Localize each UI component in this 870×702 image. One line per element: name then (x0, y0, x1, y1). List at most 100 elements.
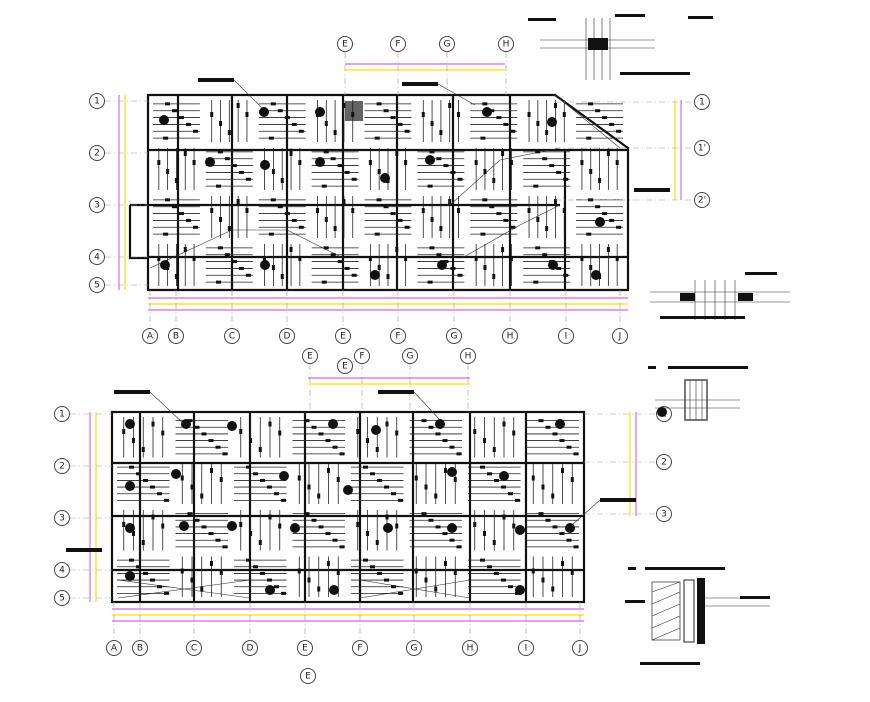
axis-bubble-row-2-label: 2 (94, 149, 100, 159)
axis-bubble-j-label: J (578, 644, 582, 654)
axis-bubble-right-1: 2 (656, 454, 672, 470)
axis-bubble-top-f-label: F (359, 352, 364, 362)
axis-bubble-top-g: G (439, 36, 455, 52)
lower-plan-below-axis-bubble: EE (300, 358, 353, 684)
axis-bubble-top-e: E (302, 348, 318, 364)
axis-bubble-top-h: H (460, 348, 476, 364)
axis-bubble-j: J (612, 328, 628, 344)
axis-bubble-f-label: F (357, 644, 362, 654)
axis-bubble-g: G (446, 328, 462, 344)
lower-plan-left-axis-bubbles: 1 2 3 4 5 (54, 406, 112, 606)
axis-bubble-row-1-label: 1 (94, 97, 100, 107)
axis-bubble-row-4-label: 4 (59, 566, 65, 576)
axis-bubble-row-5-label: 5 (94, 281, 100, 291)
upper-plan-leader-tags (198, 78, 670, 192)
axis-bubble-below-e-label: E (305, 672, 311, 682)
axis-bubble-row-4-label: 4 (94, 253, 100, 263)
upper-plan-bottom-axis-bubbles: A B C D E F G H I J (142, 290, 628, 344)
axis-bubble-b: B (168, 328, 184, 344)
axis-bubble-c-label: C (229, 332, 235, 342)
axis-bubble-h: H (502, 328, 518, 344)
axis-bubble-row-1-label: 1 (59, 410, 65, 420)
connection-detail-top-right (528, 14, 713, 80)
axis-bubble-row-2-label: 2 (59, 462, 65, 472)
axis-bubble-g-label: G (411, 644, 418, 654)
axis-bubble-top-h-label: H (503, 40, 510, 50)
upper-plan-top-axis-bubbles: E F G H (337, 36, 514, 95)
axis-bubble-row-2: 2 (89, 145, 105, 161)
axis-bubble-i: I (558, 328, 574, 344)
axis-bubble-g: G (406, 640, 422, 656)
connection-detail-mid-right (650, 272, 790, 320)
axis-bubble-d: D (279, 328, 295, 344)
axis-bubble-f: F (390, 328, 406, 344)
axis-bubble-top-f: F (354, 348, 370, 364)
axis-bubble-a-label: A (111, 644, 118, 654)
axis-bubble-e-label: E (340, 332, 346, 342)
upper-plan-right-axis-bubbles: 1 1' 2' (555, 94, 710, 208)
axis-bubble-top-g: G (402, 348, 418, 364)
axis-bubble-row-3: 3 (89, 197, 105, 213)
lower-plan-top-axis-bubbles: E F G H (302, 348, 476, 412)
axis-bubble-e: E (335, 328, 351, 344)
axis-bubble-j: J (572, 640, 588, 656)
axis-bubble-e: E (297, 640, 313, 656)
axis-bubble-h-label: H (467, 644, 474, 654)
upper-plan-dimensions (118, 63, 682, 311)
axis-bubble-right-2-label: 3 (661, 510, 667, 520)
axis-bubble-row-3: 3 (54, 510, 70, 526)
column-detail-right (648, 366, 748, 421)
axis-bubble-c: C (186, 640, 202, 656)
axis-bubble-a-label: A (147, 332, 154, 342)
axis-bubble-right-1-label: 1' (698, 144, 706, 154)
axis-bubble-row-5: 5 (54, 590, 70, 606)
axis-bubble-h: H (462, 640, 478, 656)
axis-bubble-mid-e-label: E (342, 362, 348, 372)
axis-bubble-top-f-label: F (395, 40, 400, 50)
axis-bubble-row-3-label: 3 (94, 201, 100, 211)
axis-bubble-h-label: H (507, 332, 514, 342)
axis-bubble-c: C (224, 328, 240, 344)
axis-bubble-e-label: E (302, 644, 308, 654)
axis-bubble-right-0: 1 (694, 94, 710, 110)
axis-bubble-top-h: H (498, 36, 514, 52)
axis-bubble-a: A (142, 328, 158, 344)
axis-bubble-row-4: 4 (54, 562, 70, 578)
axis-bubble-top-e: E (337, 36, 353, 52)
axis-bubble-row-4: 4 (89, 249, 105, 265)
axis-bubble-top-g-label: G (407, 352, 414, 362)
axis-bubble-right-1: 1' (694, 140, 710, 156)
axis-bubble-top-h-label: H (465, 352, 472, 362)
axis-bubble-right-0-label: 1 (699, 98, 705, 108)
axis-bubble-f: F (352, 640, 368, 656)
axis-bubble-a: A (106, 640, 122, 656)
lower-plan-columns (125, 419, 575, 595)
lower-plan-leader-tags (66, 390, 636, 552)
axis-bubble-b-label: B (137, 644, 143, 654)
axis-bubble-i-label: I (565, 332, 568, 342)
axis-bubble-top-e-label: E (307, 352, 313, 362)
axis-bubble-b-label: B (173, 332, 179, 342)
axis-bubble-right-2: 2' (694, 192, 710, 208)
axis-bubble-c-label: C (191, 644, 197, 654)
axis-bubble-right-2: 3 (656, 506, 672, 522)
axis-bubble-i-label: I (525, 644, 528, 654)
upper-floor-plan: A B C D E F G H I J E F G H 1 2 3 4 5 1 1' 2' (89, 36, 710, 344)
axis-bubble-row-2: 2 (54, 458, 70, 474)
axis-bubble-top-g-label: G (444, 40, 451, 50)
axis-bubble-g-label: G (451, 332, 458, 342)
axis-bubble-right-2-label: 2' (698, 196, 706, 206)
upper-plan-left-axis-bubbles: 1 2 3 4 5 (89, 93, 148, 293)
axis-bubble-row-1: 1 (89, 93, 105, 109)
wall-section-detail-bottom-right (625, 567, 770, 665)
axis-bubble-right-1-label: 2 (661, 458, 667, 468)
axis-bubble-i: I (518, 640, 534, 656)
lower-plan-dimensions (89, 377, 637, 622)
axis-bubble-row-3-label: 3 (59, 514, 65, 524)
axis-bubble-top-f: F (390, 36, 406, 52)
axis-bubble-j-label: J (618, 332, 622, 342)
axis-bubble-below-e: E (300, 668, 316, 684)
